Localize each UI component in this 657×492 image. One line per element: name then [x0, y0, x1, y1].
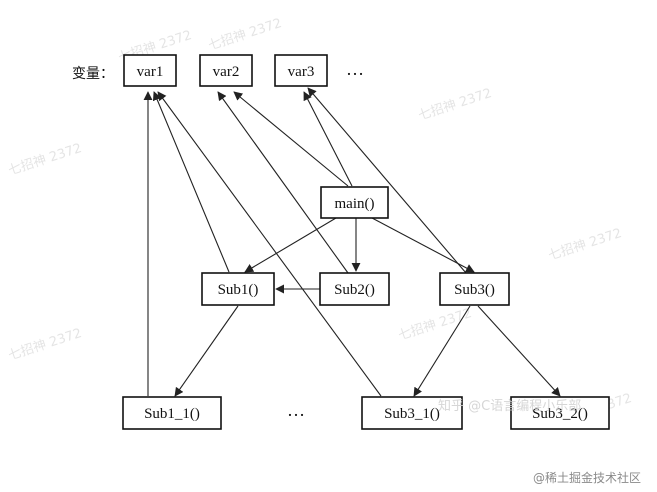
- edge-sub3-to-sub3_2: [477, 305, 561, 397]
- var1-node: var1: [123, 54, 177, 87]
- watermark: 七招神 2372: [547, 226, 624, 264]
- sub3_2-label: Sub3_2(): [532, 406, 588, 422]
- more-subs-ellipsis: …: [287, 400, 305, 420]
- watermark: 七招神 2372: [7, 326, 84, 364]
- sub3-label: Sub3(): [454, 282, 495, 298]
- sub2-node: Sub2(): [319, 272, 390, 306]
- var2-label: var2: [213, 64, 240, 80]
- more-variables-ellipsis: …: [346, 59, 364, 79]
- variables-label: 变量：: [72, 66, 114, 82]
- main-node: main(): [320, 186, 389, 219]
- edge-sub3_1-to-var1: [157, 91, 382, 397]
- edge-sub1-to-sub1_1: [174, 305, 239, 397]
- sub3-node: Sub3(): [439, 272, 510, 306]
- credit-label: @稀土掘金技术社区: [533, 470, 641, 485]
- var2-node: var2: [199, 54, 253, 87]
- sub3_1-node: Sub3_1(): [361, 396, 463, 430]
- edge-main-to-sub1: [244, 217, 337, 273]
- sub3_1-label: Sub3_1(): [384, 406, 440, 422]
- edge-main-to-sub3: [371, 217, 475, 273]
- watermark: 七招神 2372: [207, 16, 284, 54]
- edges: [143, 87, 561, 397]
- var3-label: var3: [288, 64, 315, 80]
- var1-label: var1: [137, 64, 164, 80]
- var3-node: var3: [274, 54, 328, 87]
- edge-sub3-to-sub3_1: [413, 305, 471, 397]
- sub1_1-node: Sub1_1(): [122, 396, 222, 430]
- watermark: 七招神 2372: [417, 86, 494, 124]
- sub3_2-node: Sub3_2(): [510, 396, 610, 430]
- overlay-watermark: 知乎 @C语言编程小乐部: [438, 398, 581, 414]
- edge-sub2-to-var2: [217, 91, 349, 274]
- sub1_1-label: Sub1_1(): [144, 406, 200, 422]
- sub1-node: Sub1(): [201, 272, 275, 306]
- edge-main-to-var3: [303, 91, 353, 187]
- edge-sub3-to-var3: [307, 87, 467, 274]
- sub1-label: Sub1(): [218, 282, 259, 298]
- sub2-label: Sub2(): [334, 282, 375, 298]
- main-label: main(): [335, 196, 375, 212]
- edge-sub1-to-var1: [152, 91, 230, 273]
- watermark: 七招神 2372: [7, 141, 84, 179]
- edge-main-to-var2: [233, 91, 349, 187]
- watermark: 七招神 2372: [397, 306, 474, 344]
